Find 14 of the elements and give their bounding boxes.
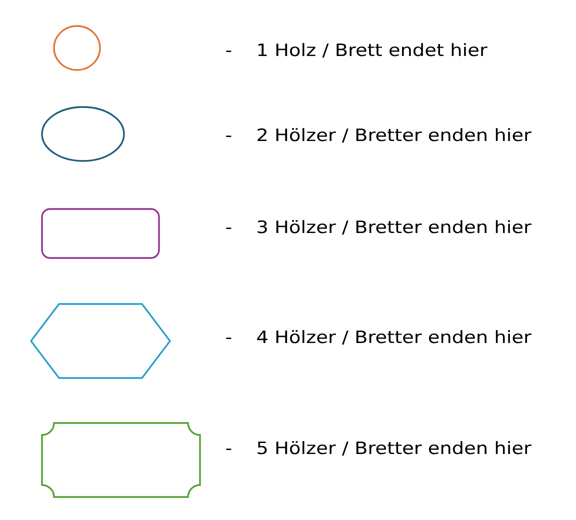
legend-label: 3 Hölzer / Bretter enden hier [258,220,532,235]
legend-label: 1 Holz / Brett endet hier [258,43,488,58]
list-dash: - [226,448,232,450]
list-dash: - [226,50,232,52]
list-dash: - [226,228,232,230]
legend-label: 4 Hölzer / Bretter enden hier [257,330,532,345]
legend-label: 5 Hölzer / Bretter enden hier [258,441,532,456]
ellipse-shape [41,106,125,162]
plaque-shape [41,422,201,498]
rounded-rectangle [41,208,160,259]
list-dash: - [226,338,232,340]
circle-shape [53,25,101,71]
legend-label: 2 Hölzer / Bretter enden hier [258,128,532,143]
list-dash: - [226,136,232,138]
